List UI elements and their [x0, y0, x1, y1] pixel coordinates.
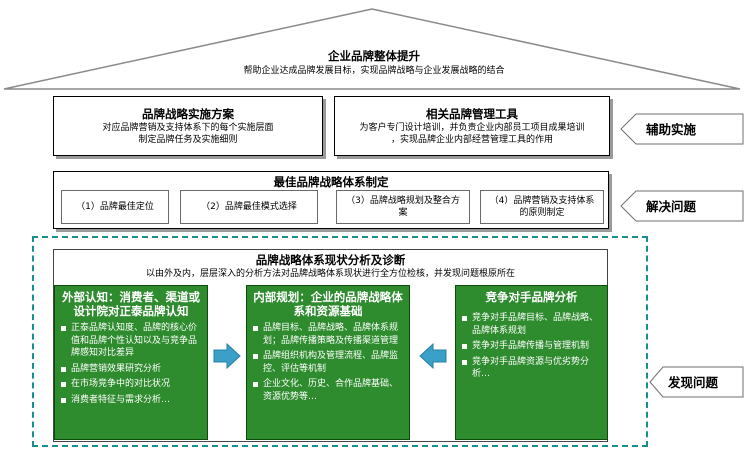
roof-content: 企业品牌整体提升 帮助企业达成品牌发展目标，实现品牌战略与企业发展战略的结合 — [150, 49, 598, 77]
best-brand-system-title: 最佳品牌战略体系制定 — [273, 175, 389, 189]
strategy-implementation-line2: 制定品牌任务及实施细则 — [138, 135, 238, 145]
brand-tools-line2: ，实现品牌企业内部经营管理工具的作用 — [390, 135, 553, 145]
list-item: 品牌组织机构及管理流程、品牌监控、评估等机制 — [253, 350, 403, 375]
solve-item-4: （4）品牌营销及支持体系的原则制定 — [480, 190, 604, 224]
list-item: 在市场竞争中的对比状况 — [61, 378, 201, 391]
discover-tag-label: 发现问题 — [668, 375, 719, 390]
list-item: 品牌目标、品牌战略、品牌体系规划；品牌传播策略及传播渠道管理 — [253, 322, 403, 347]
strategy-implementation-title: 品牌战略实施方案 — [142, 107, 234, 121]
status-analysis-subtitle: 以由外及内，层层深入的分析方法对品牌战略体系现状进行全方位检核，并发现问题根原所… — [145, 269, 515, 279]
arrow-right-icon — [213, 342, 241, 370]
solve-item-1: （1）品牌最佳定位 — [61, 190, 169, 224]
external-perception-title: 外部认知：消费者、渠道或设计院对正泰品牌认知 — [62, 290, 200, 318]
external-perception-list: 正泰品牌认知度、品牌的核心价值和品牌个性认知以及与竞争品牌感知对比差异 品牌营销… — [55, 322, 207, 406]
strategy-implementation-line1: 对应品牌营销及支持体系下的每个实施层面 — [102, 123, 274, 133]
roof-title: 企业品牌整体提升 — [328, 49, 420, 63]
status-analysis-title: 品牌战略体系现状分析及诊断 — [255, 253, 406, 267]
list-item: 正泰品牌认知度、品牌的核心价值和品牌个性认知以及与竞争品牌感知对比差异 — [61, 322, 201, 360]
internal-planning-panel: 内部规划：企业的品牌战略体系和资源基础 品牌目标、品牌战略、品牌体系规划；品牌传… — [246, 285, 410, 440]
tag-arrow-discover — [649, 366, 744, 398]
internal-planning-list: 品牌目标、品牌战略、品牌体系规划；品牌传播策略及传播渠道管理 品牌组织机构及管理… — [247, 322, 409, 403]
roof-subtitle: 帮助企业达成品牌发展目标，实现品牌战略与企业发展战略的结合 — [243, 66, 505, 76]
solve-item-2: （2）品牌最佳模式选择 — [180, 190, 318, 224]
list-item: 竞争对手品牌传播与管理机制 — [462, 340, 601, 353]
competitor-analysis-title: 竞争对手品牌分析 — [485, 290, 578, 304]
arrow-left-icon — [419, 342, 447, 370]
tag-arrow-support — [620, 113, 744, 145]
discover-dashed-frame — [32, 236, 648, 447]
solve-item-3: （3）品牌战略规划及整合方案 — [336, 190, 470, 224]
list-item: 品牌营销效果研究分析 — [61, 363, 201, 376]
list-item: 竞争对手品牌资源与优劣势分析… — [462, 356, 601, 381]
list-item: 竞争对手品牌目标、品牌战略、品牌体系规划 — [462, 312, 601, 337]
brand-tools-box: 相关品牌管理工具 为客户专门设计培训，并负责企业内部员工项目成果培训 ，实现品牌… — [334, 96, 610, 156]
solve-tag-label: 解决问题 — [646, 199, 697, 214]
brand-tools-title: 相关品牌管理工具 — [426, 107, 518, 121]
internal-planning-title: 内部规划：企业的品牌战略体系和资源基础 — [253, 290, 403, 318]
external-perception-panel: 外部认知：消费者、渠道或设计院对正泰品牌认知 正泰品牌认知度、品牌的核心价值和品… — [54, 285, 208, 440]
roof-shape — [3, 8, 741, 90]
list-item: 消费者特征与需求分析… — [61, 394, 201, 407]
competitor-analysis-list: 竞争对手品牌目标、品牌战略、品牌体系规划 竞争对手品牌传播与管理机制 竞争对手品… — [456, 312, 607, 381]
support-tag-label: 辅助实施 — [646, 122, 697, 137]
tag-arrow-solve — [620, 190, 744, 222]
strategy-implementation-box: 品牌战略实施方案 对应品牌营销及支持体系下的每个实施层面 制定品牌任务及实施细则 — [53, 96, 323, 156]
brand-tools-line1: 为客户专门设计培训，并负责企业内部员工项目成果培训 — [359, 123, 585, 133]
competitor-analysis-panel: 竞争对手品牌分析 竞争对手品牌目标、品牌战略、品牌体系规划 竞争对手品牌传播与管… — [455, 285, 608, 440]
list-item: 企业文化、历史、合作品牌基础、资源优势等… — [253, 378, 403, 403]
